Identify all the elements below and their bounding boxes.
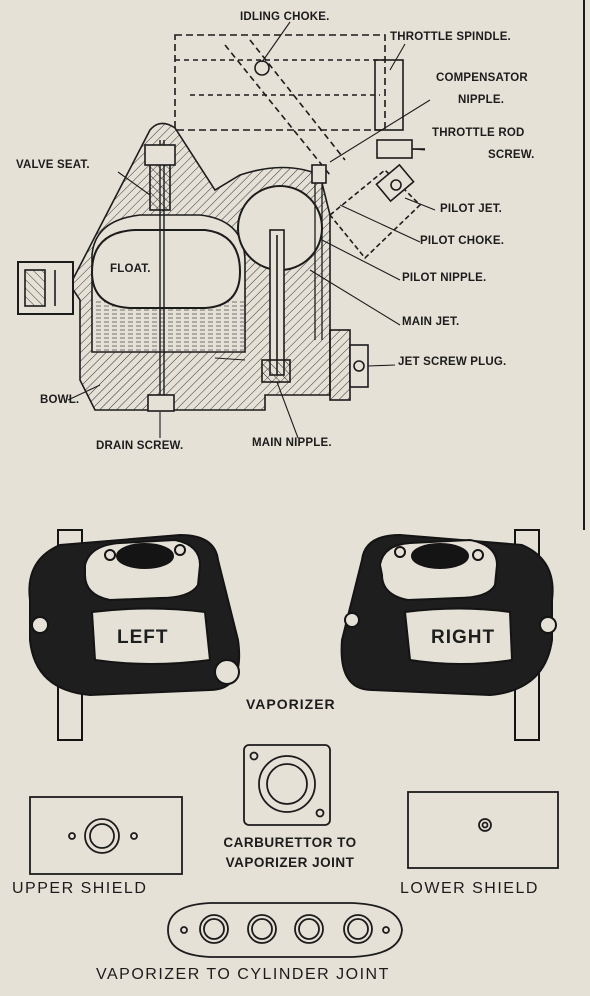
idling-choke-screw — [254, 60, 270, 76]
label-pilot-choke: PILOT CHOKE. — [420, 235, 505, 247]
label-throttle-spindle: THROTTLE SPINDLE. — [390, 31, 511, 43]
float — [90, 229, 242, 309]
label-throttle-rod-screw-line2: SCREW. — [488, 149, 535, 161]
label-float: FLOAT. — [110, 263, 151, 275]
label-carb-joint-line2: VAPORIZER JOINT — [225, 855, 355, 870]
throttle-barrel — [174, 34, 386, 131]
label-upper-shield: UPPER SHIELD — [12, 880, 148, 897]
label-drain-screw: DRAIN SCREW. — [96, 440, 184, 452]
label-bowl: BOWL. — [40, 394, 80, 406]
vaporizer-left — [28, 529, 241, 741]
jet-screw-plug — [349, 344, 369, 388]
throttle-spindle-boss — [374, 59, 404, 131]
label-vaporizer-to-cylinder-joint: VAPORIZER TO CYLINDER JOINT — [96, 966, 390, 983]
carburettor-section-view — [17, 21, 436, 439]
label-jet-screw-plug: JET SCREW PLUG. — [398, 356, 507, 368]
lower-shield — [407, 791, 559, 869]
upper-shield — [29, 796, 183, 875]
vaporizer-right-emboss: RIGHT — [428, 628, 499, 647]
label-throttle-rod-screw-line1: THROTTLE ROD — [432, 127, 525, 139]
drain-screw-head — [147, 394, 175, 412]
carburettor-to-vaporizer-joint — [243, 744, 331, 826]
label-pilot-jet: PILOT JET. — [440, 203, 503, 215]
label-pilot-nipple: PILOT NIPPLE. — [402, 272, 487, 284]
label-valve-seat: VALVE SEAT. — [16, 159, 90, 171]
vaporizer-right — [340, 529, 557, 741]
main-nipple-body — [261, 359, 291, 383]
label-main-jet: MAIN JET. — [402, 316, 460, 328]
label-lower-shield: LOWER SHIELD — [400, 880, 539, 897]
label-carb-joint-line1: CARBURETTOR TO — [223, 835, 357, 850]
label-idling-choke: IDLING CHOKE. — [240, 11, 330, 23]
label-vaporizer: VAPORIZER — [246, 696, 336, 712]
label-compensator-nipple-line2: NIPPLE. — [458, 94, 505, 106]
label-main-nipple: MAIN NIPPLE. — [252, 437, 332, 449]
label-compensator-nipple-line1: COMPENSATOR — [436, 72, 528, 84]
vaporizer-left-emboss: LEFT — [114, 628, 172, 647]
vaporizer-to-cylinder-joint — [167, 902, 403, 958]
